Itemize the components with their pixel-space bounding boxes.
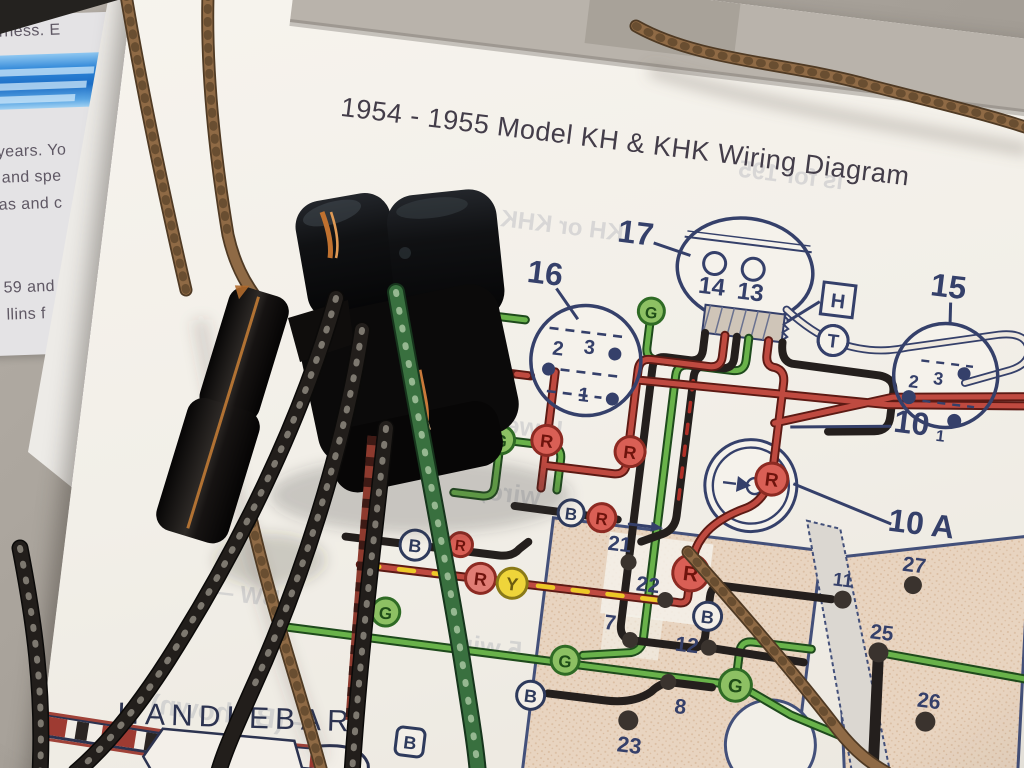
headlamp-chord: [684, 235, 812, 254]
svg-text:G: G: [644, 304, 658, 322]
terminal-pin: [957, 367, 971, 381]
label-15: 15: [929, 266, 969, 306]
connector-15-outline: [891, 321, 1000, 430]
connector-16-outline: [529, 303, 643, 418]
chip-Y: Y: [495, 566, 529, 600]
headlamp-socket: [740, 256, 766, 282]
pin-label-3: 3: [932, 368, 944, 389]
svg-text:R: R: [539, 431, 554, 452]
label-11: 11: [832, 569, 855, 592]
headlamp-socket: [702, 251, 728, 277]
svg-text:R: R: [473, 569, 488, 590]
lamp-10-bulb-icon: [735, 475, 751, 492]
label-12: 12: [674, 633, 700, 659]
svg-text:B: B: [407, 535, 422, 556]
chip-B: B B B B B B: [393, 353, 724, 759]
callouts: 16 17 15 10 10 A H T: [190, 213, 969, 768]
shell-dimple: [399, 247, 411, 259]
terminal-dots: 21 22 7 12 8 23 11 27 25 26: [603, 532, 942, 759]
white-tracer-flecks: [17, 295, 389, 768]
horn-connector-box: [818, 280, 858, 320]
copper-strand: [329, 211, 339, 259]
terminal-pin: [542, 362, 556, 376]
terminal-pin: [947, 413, 962, 428]
svg-text:B: B: [700, 607, 715, 628]
label-26: 26: [916, 689, 942, 715]
green-tracer-flecks: [393, 289, 481, 768]
headlamp-base-hatch: [702, 305, 771, 341]
label-10: 10: [892, 403, 932, 443]
sleeve-highlight: [186, 296, 260, 529]
wire-shadow: [648, 65, 1024, 155]
label-17: 17: [616, 213, 656, 253]
svg-text:R: R: [622, 442, 637, 463]
hatched-strip: [805, 519, 914, 768]
shell-highlight: [396, 197, 468, 219]
connector-16-body: [530, 305, 641, 416]
svg-text:R: R: [454, 537, 467, 555]
label-25: 25: [869, 620, 895, 646]
terminal-pin: [605, 392, 619, 406]
black-sleeve: [156, 285, 289, 544]
black-cloth-wires: [11, 289, 395, 768]
label-16: 16: [525, 253, 565, 293]
pin-label-1: 1: [577, 384, 591, 407]
pin-label-3: 3: [583, 336, 597, 359]
headlamp-chord: [687, 230, 811, 247]
connector-shell-left: [295, 192, 403, 320]
table-background: [289, 0, 1024, 137]
svg-text:G: G: [378, 603, 393, 623]
label-14: 14: [697, 272, 727, 302]
board-cutout-circle: [723, 698, 817, 768]
label-13: 13: [735, 278, 765, 308]
label-23: 23: [616, 731, 643, 759]
terminal-pin: [901, 390, 916, 405]
sleeve-copper-glint: [234, 285, 250, 300]
label-8: 8: [673, 695, 688, 719]
pin-label-1: 1: [935, 428, 946, 446]
terminal-board-right: [834, 534, 1024, 768]
svg-text:B: B: [564, 504, 579, 524]
brown-wire: [120, 0, 1024, 768]
terminal-pin: [608, 347, 622, 361]
handlebar-clamp-blob: [141, 727, 308, 768]
svg-text:G: G: [727, 675, 744, 698]
label-22: 22: [635, 572, 661, 598]
background-paper-tab: [584, 0, 741, 62]
chip-G: G G G G G: [370, 296, 753, 703]
brown-cloth-wires: [120, 0, 1024, 768]
code-t: T: [826, 331, 840, 353]
green-cloth-wire: [387, 283, 487, 768]
label-21: 21: [607, 532, 633, 558]
sleeve-lower: [156, 397, 260, 544]
label-27: 27: [901, 553, 927, 579]
black-red-tracer: [675, 378, 695, 514]
copper-strand: [319, 211, 333, 259]
svg-text:B: B: [402, 732, 417, 753]
wire-code-chips: B B B B B B R R R R R R R G G G G G: [370, 296, 790, 759]
label-7: 7: [603, 611, 617, 635]
svg-text:Y: Y: [505, 574, 519, 595]
connector-details: 2 3 1 2 3 1 14 13: [529, 251, 1000, 446]
lamp-10-bulb-icon: [722, 480, 737, 485]
connector-16-dashes: [544, 326, 625, 400]
svg-text:G: G: [557, 652, 572, 672]
brown-wire-speckle: [122, 0, 1024, 768]
label-10a: 10 A: [886, 502, 956, 546]
code-h: H: [829, 290, 846, 314]
arrow-head: [650, 521, 663, 532]
svg-text:R: R: [594, 509, 609, 529]
lamp-10-inner-ring: [711, 446, 791, 525]
pin-label-2: 2: [908, 371, 920, 392]
sleeve-upper: [199, 286, 289, 422]
red-wire-bands: [345, 435, 377, 721]
pin-label-2: 2: [551, 337, 565, 360]
svg-text:R: R: [764, 469, 780, 492]
svg-text:B: B: [523, 686, 538, 707]
